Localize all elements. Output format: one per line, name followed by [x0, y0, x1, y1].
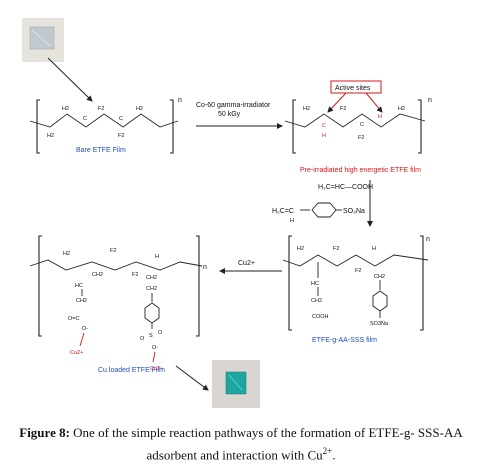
repeat-n: n	[203, 264, 207, 271]
atom-f2: F2	[118, 133, 124, 139]
copper-ion: Cu2+	[70, 350, 83, 356]
atom-h-active: H	[378, 114, 382, 120]
irradiation-step: Co-60 gamma-irradiator 50 kGy	[196, 102, 283, 129]
atom-h2: H2	[62, 106, 69, 112]
atom-f2: F2	[358, 135, 364, 141]
atom-f2: F2	[333, 246, 339, 252]
atom-s: S	[149, 333, 153, 339]
sss-monomer-h: H	[290, 218, 294, 224]
atom-c: C	[119, 116, 123, 122]
caption-end: .	[332, 447, 336, 463]
atom-o: O	[158, 330, 163, 336]
atom-c: C	[360, 122, 364, 128]
atom-h2: H2	[47, 133, 54, 139]
atom-ch2: CH2	[146, 286, 157, 292]
figure-caption: Figure 8: One of the simple reaction pat…	[0, 424, 482, 464]
active-sites-label: Active sites	[335, 85, 371, 92]
monomers: H₂C=HC—COOH H₂C=C H SO₃Na	[272, 180, 373, 227]
active-sites-box	[330, 80, 382, 94]
repeat-n: n	[428, 97, 432, 104]
cu-film-photo	[212, 360, 260, 408]
bare-etfe-structure: H2 C F2 C F2 H2 H2 n Bare ETFE Film	[29, 97, 182, 154]
atom-hc: HC	[311, 281, 319, 287]
atom-h: H	[372, 246, 376, 252]
grafted-etfe-structure: H2 F2 H F2 HC CH2 COOH CH2 SO3Na n ETFE-…	[282, 235, 430, 344]
sss-monomer-sulfonate: SO₃Na	[343, 208, 365, 215]
atom-h2: H2	[398, 106, 405, 112]
atom-carboxylate-o: O-	[82, 326, 88, 332]
cu-loaded-etfe-structure: H2 F2 H F2 CH2 HC CH2 O=C O- Cu2+ CH2 CH…	[29, 235, 207, 374]
sss-monomer-vinyl: H₂C=C	[272, 208, 294, 215]
atom-f2: F2	[132, 272, 138, 278]
copper-reagent-label: Cu2+	[238, 260, 255, 267]
grafted-film-label: ETFE-g-AA-SSS film	[312, 337, 377, 344]
arrow-to-cu-photo	[175, 365, 209, 391]
atom-ch2: CH2	[92, 272, 103, 278]
copper-step: Cu2+	[219, 260, 282, 274]
repeat-n: n	[426, 236, 430, 243]
atom-ch2: CH2	[76, 298, 87, 304]
benzene-ring	[144, 302, 160, 324]
atom-h2: H2	[303, 106, 310, 112]
caption-text: One of the simple reaction pathways of t…	[69, 425, 463, 463]
copper-ion: Cu2+	[150, 366, 163, 372]
atom-sulfonate-o: O-	[152, 345, 158, 351]
acrylic-acid-monomer: H₂C=HC—COOH	[318, 184, 373, 191]
arrow-photo-to-bare	[47, 57, 93, 102]
repeat-n: n	[178, 97, 182, 104]
atom-h2: H2	[136, 106, 143, 112]
atom-cooh: COOH	[312, 314, 329, 320]
atom-o: O	[140, 336, 145, 342]
atom-h2: H2	[63, 251, 70, 257]
bare-film-photo	[22, 18, 64, 62]
atom-ch2: CH2	[374, 274, 385, 280]
atom-f2: F2	[98, 106, 104, 112]
preirradiated-film-label: Pre-irradiated high energetic ETFE film	[300, 167, 421, 174]
atom-h: H	[155, 254, 159, 260]
atom-hc: HC	[75, 283, 83, 289]
caption-label: Figure 8:	[19, 425, 70, 440]
bare-film-label: Bare ETFE Film	[76, 147, 126, 154]
atom-c: C	[83, 116, 87, 122]
benzene-ring	[372, 290, 388, 312]
atom-h2: H2	[297, 246, 304, 252]
atom-carbonyl: O=C	[68, 316, 79, 322]
irradiation-label: Co-60 gamma-irradiator	[196, 102, 271, 109]
atom-so3na: SO3Na	[370, 321, 389, 327]
preirradiated-etfe-structure: Active sites H2 C H F2 C F2 H H2 n Pre-i…	[284, 80, 432, 174]
benzene-ring	[311, 202, 337, 218]
cu-loaded-film-label: Cu loaded ETFE Film	[98, 367, 165, 374]
atom-ch2: CH2	[311, 298, 322, 304]
caption-superscript: 2+	[322, 446, 333, 456]
atom-c-active: C	[322, 123, 326, 129]
dose-label: 50 kGy	[218, 111, 241, 118]
atom-f2: F2	[110, 248, 116, 254]
atom-h-active: H	[322, 133, 326, 139]
atom-f2: F2	[340, 106, 346, 112]
atom-ch2: CH2	[146, 275, 157, 281]
atom-f2: F2	[355, 268, 361, 274]
